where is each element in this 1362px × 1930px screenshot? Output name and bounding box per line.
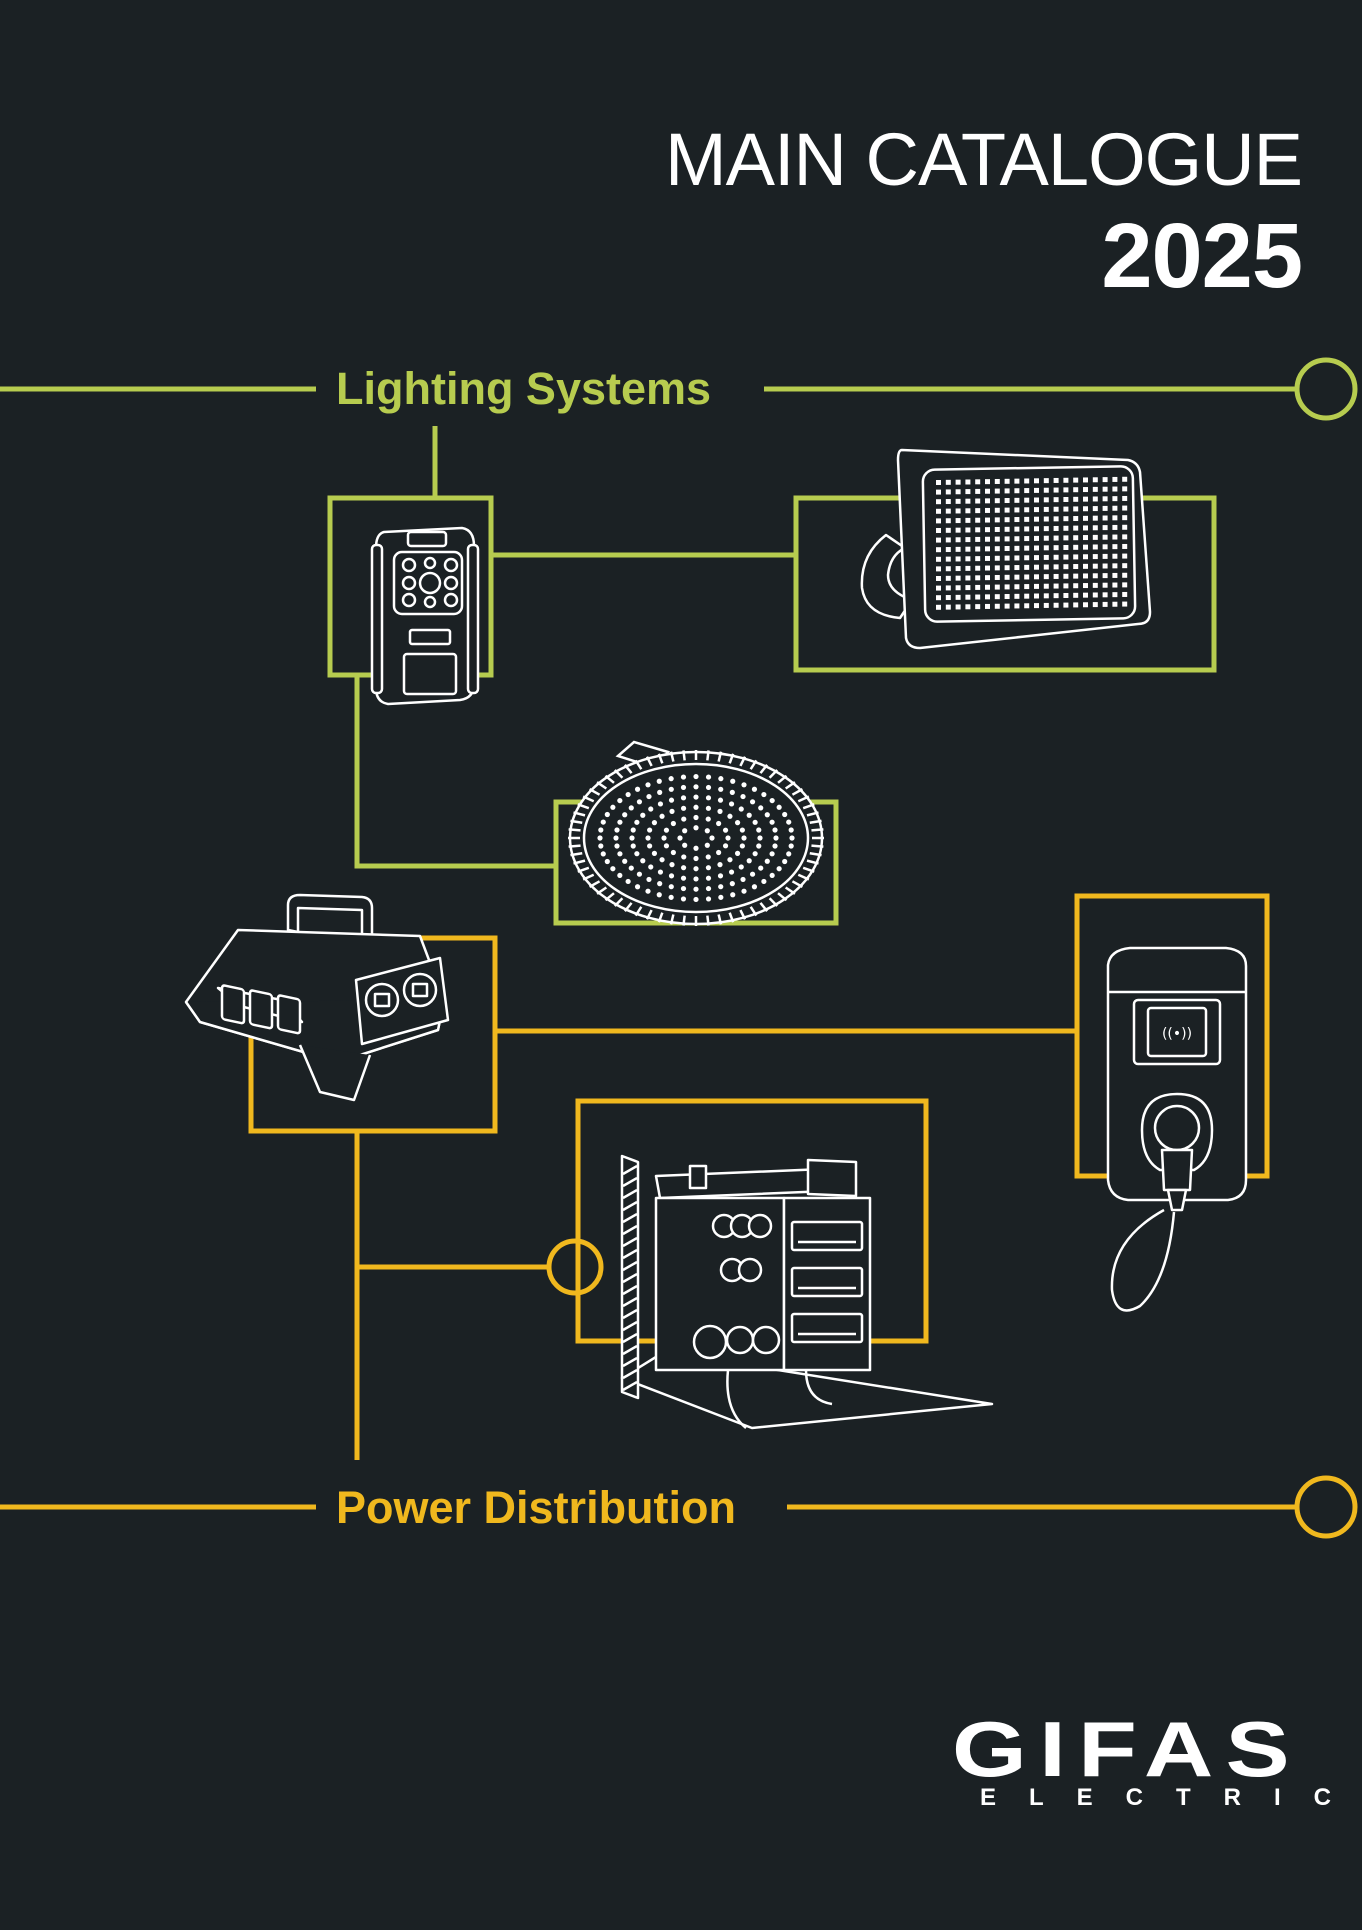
remote-control-icon bbox=[370, 526, 480, 706]
power-distribution-box-icon bbox=[184, 893, 450, 1102]
svg-text:((•)): ((•)) bbox=[1162, 1026, 1192, 1042]
distribution-cabinet-icon bbox=[620, 1154, 994, 1430]
brand-subname: ELECTRIC bbox=[980, 1784, 1362, 1811]
brand-name: GIFAS bbox=[952, 1716, 1302, 1780]
title-year: 2025 bbox=[1101, 205, 1303, 307]
gifas-logo-mark: GIFAS bbox=[952, 1716, 1302, 1780]
led-floodlight-icon bbox=[860, 448, 1152, 650]
title-main: MAIN CATALOGUE bbox=[664, 118, 1303, 201]
section-label-power: Power Distribution bbox=[336, 1482, 737, 1533]
cover-title: MAIN CATALOGUE 2025 bbox=[664, 118, 1303, 310]
gifas-electric-logo: GIFAS ELECTRIC bbox=[947, 1716, 1362, 1812]
highbay-lamp-icon bbox=[568, 740, 824, 926]
section-label-lighting: Lighting Systems bbox=[336, 363, 712, 414]
ev-wallbox-charger-icon: ((•)) bbox=[1106, 946, 1248, 1312]
